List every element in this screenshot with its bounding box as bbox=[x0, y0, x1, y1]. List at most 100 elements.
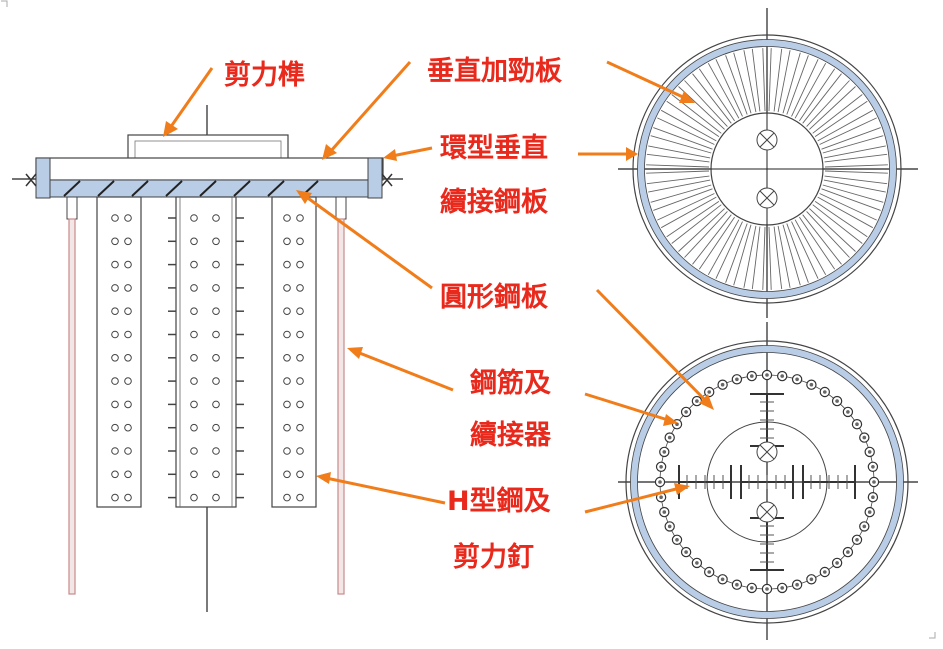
arrowhead bbox=[663, 414, 678, 426]
stud-hole bbox=[296, 237, 304, 246]
hatch-line bbox=[233, 180, 251, 197]
rebar-core bbox=[658, 480, 662, 484]
stiffener-line bbox=[777, 50, 791, 113]
rebar-core bbox=[659, 495, 663, 500]
stiffener-line bbox=[648, 145, 711, 159]
label-hbeam-line1: H型鋼及 bbox=[447, 486, 551, 517]
stiffener-line bbox=[678, 208, 725, 252]
stud-hole bbox=[111, 400, 119, 409]
rebar-coupler-right bbox=[335, 196, 347, 220]
weld-mark-left bbox=[25, 173, 37, 187]
rebar-core bbox=[855, 538, 859, 542]
rebar-core bbox=[780, 374, 784, 378]
stiffener-line bbox=[824, 164, 888, 168]
rebar-core bbox=[662, 510, 667, 514]
hatch-line bbox=[165, 180, 183, 197]
stiffener-line bbox=[822, 184, 884, 203]
stiffener-line bbox=[657, 117, 715, 145]
label-ring-vertical-line2: 續接鋼板 bbox=[440, 186, 548, 218]
stiffener-line bbox=[660, 196, 717, 229]
hatch-line bbox=[63, 180, 81, 197]
stud-hole bbox=[190, 400, 198, 409]
stud-hole bbox=[212, 214, 220, 222]
arrow-rebar-left bbox=[356, 350, 454, 392]
bolt-upper-bottom bbox=[756, 441, 778, 463]
ring-plate-bottom bbox=[630, 345, 904, 619]
stud-hole bbox=[283, 423, 291, 432]
rebar-core bbox=[695, 561, 699, 565]
ring-edge-outer-bottom bbox=[630, 345, 904, 619]
stiffener-line bbox=[733, 52, 752, 114]
label-rebar-line2: 續接器 bbox=[470, 419, 552, 451]
stud-hole bbox=[296, 447, 304, 455]
arrowhead bbox=[296, 190, 312, 204]
stiffener-line bbox=[791, 221, 819, 279]
stud-hole bbox=[111, 493, 119, 502]
ring-vertical-plate-plan bbox=[637, 39, 897, 299]
rebar-core bbox=[695, 399, 699, 403]
stud-hole bbox=[190, 330, 198, 339]
rebar-core bbox=[795, 377, 799, 382]
rebar-core bbox=[750, 586, 754, 590]
stud-hole bbox=[212, 400, 220, 409]
rebar-core bbox=[684, 410, 688, 414]
stud-hole bbox=[111, 237, 119, 246]
h-beam-3 bbox=[271, 196, 317, 508]
stiffener-line bbox=[812, 94, 863, 134]
stiffener-line bbox=[692, 73, 732, 124]
stiffener-line bbox=[660, 109, 717, 142]
rebar-core bbox=[675, 538, 679, 542]
stud-hole bbox=[124, 330, 132, 339]
stud-hole bbox=[212, 447, 220, 455]
rebar-core bbox=[823, 570, 827, 574]
rebar-core bbox=[780, 586, 784, 590]
stiffener-line bbox=[715, 59, 743, 117]
stiffener-line bbox=[794, 219, 827, 276]
rebar-core bbox=[750, 374, 754, 378]
ring-vertical-plate-right bbox=[367, 157, 383, 199]
stiffener-line bbox=[812, 204, 863, 244]
stud-hole bbox=[124, 377, 132, 385]
stud-hole bbox=[212, 493, 220, 502]
stiffener-line bbox=[751, 48, 761, 112]
corner-mark bbox=[929, 632, 936, 639]
stud-hole bbox=[124, 400, 132, 409]
rebar-core bbox=[765, 373, 769, 377]
rebar-core bbox=[707, 570, 711, 574]
stiffener-line bbox=[817, 196, 874, 229]
stiffener-line bbox=[782, 224, 801, 286]
stud-hole bbox=[283, 307, 291, 316]
stiffener-line bbox=[684, 211, 728, 258]
arrowhead bbox=[626, 147, 638, 161]
stiffener-line bbox=[684, 80, 728, 127]
arrowhead bbox=[699, 394, 714, 410]
arrow-circular-plate-left bbox=[304, 194, 433, 290]
stud-hole bbox=[212, 307, 220, 316]
rebar-core bbox=[809, 577, 814, 582]
stiffener-line bbox=[725, 223, 748, 283]
weld-mark-right bbox=[381, 173, 393, 187]
stud-hole bbox=[283, 260, 291, 269]
stud-hole bbox=[296, 214, 304, 222]
rebar-core bbox=[765, 587, 769, 591]
stud-hole bbox=[111, 377, 119, 385]
ring-edge-inner-bottom bbox=[637, 352, 897, 612]
stud-hole bbox=[190, 377, 198, 385]
stud-hole bbox=[212, 330, 220, 339]
stud-hole bbox=[283, 237, 291, 246]
stud-hole bbox=[124, 447, 132, 455]
rebar-core bbox=[871, 465, 875, 469]
arrow-shear-key bbox=[168, 67, 214, 129]
stud-hole bbox=[111, 330, 119, 339]
arrowhead bbox=[322, 144, 337, 160]
plan-view-stiffeners bbox=[618, 8, 918, 318]
stud-hole bbox=[212, 354, 220, 362]
stud-hole bbox=[190, 214, 198, 222]
stiffener-line bbox=[799, 216, 836, 270]
stiffener-line bbox=[650, 135, 712, 154]
vertical-stiffeners bbox=[646, 48, 888, 290]
rebar-core bbox=[662, 450, 667, 454]
stiffener-line bbox=[814, 201, 868, 238]
stiffener-line bbox=[692, 214, 732, 265]
